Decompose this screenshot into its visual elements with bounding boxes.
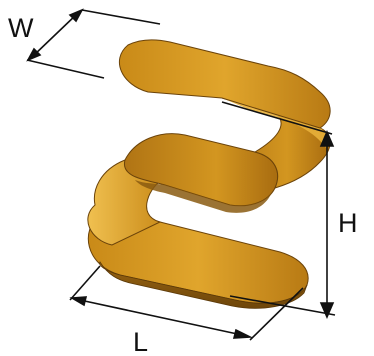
height-extension-bottom	[229, 295, 336, 316]
length-arrowhead-right	[232, 328, 254, 339]
width-arrowhead-bottom	[26, 47, 42, 62]
height-dimension	[221, 101, 336, 320]
height-arrowhead-bottom	[319, 302, 335, 320]
height-extension-top	[221, 101, 333, 135]
length-arrowhead-left	[69, 296, 88, 307]
width-dimension	[26, 8, 161, 79]
width-arrowhead-top	[68, 8, 84, 23]
height-arrowhead-top	[319, 129, 335, 147]
length-extension-right	[249, 287, 304, 341]
length-label: L	[133, 327, 148, 356]
height-label: H	[338, 208, 358, 238]
width-extension-top	[81, 9, 161, 25]
length-dimension	[69, 265, 304, 341]
width-label: W	[8, 13, 34, 43]
bottom-strip-edge	[99, 261, 308, 309]
width-dimension-line	[31, 12, 79, 58]
width-extension-bottom	[26, 59, 105, 79]
top-strip	[118, 39, 331, 129]
length-dimension-line	[79, 299, 243, 336]
middle-strip-shadow	[135, 180, 275, 213]
length-extension-left	[69, 265, 101, 301]
lower-bend	[87, 159, 167, 246]
